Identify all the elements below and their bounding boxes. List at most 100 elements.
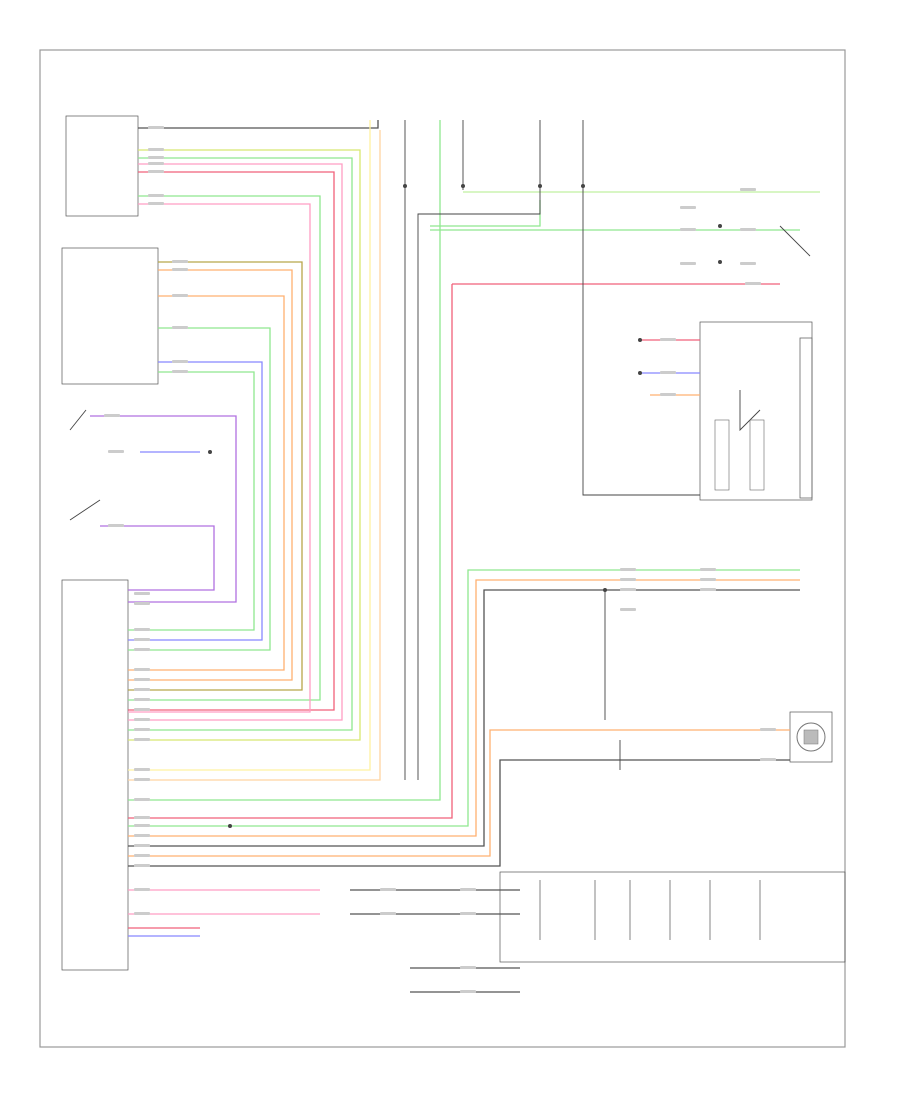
illegible-label-mark — [380, 888, 396, 891]
illegible-label-mark — [172, 370, 188, 373]
illegible-label-mark — [134, 638, 150, 641]
illegible-label-mark — [700, 568, 716, 571]
illegible-label-mark — [148, 170, 164, 173]
wire-gray — [128, 589, 800, 847]
illegible-label-mark — [134, 668, 150, 671]
bottom-module-box — [499, 871, 846, 963]
wire-green — [128, 371, 255, 631]
illegible-label-mark — [134, 738, 150, 741]
connector-block — [714, 419, 730, 491]
illegible-label-mark — [760, 758, 776, 761]
wire-green — [128, 120, 441, 801]
illegible-label-mark — [134, 728, 150, 731]
illegible-label-mark — [172, 294, 188, 297]
throttle-sensor-box — [61, 247, 159, 385]
connector-block-2 — [749, 419, 765, 491]
wire-gray — [128, 759, 790, 867]
illegible-label-mark — [460, 966, 476, 969]
wire-gray — [138, 120, 379, 129]
wire-pink — [128, 203, 311, 713]
bottom-switch-row — [539, 880, 761, 940]
illegible-label-mark — [108, 524, 124, 527]
wire-violet — [100, 525, 215, 591]
illegible-label-mark — [620, 568, 636, 571]
illegible-label-mark — [134, 778, 150, 781]
illegible-label-mark — [740, 262, 756, 265]
illegible-label-mark — [460, 990, 476, 993]
illegible-label-mark — [620, 578, 636, 581]
illegible-label-mark — [148, 194, 164, 197]
motor-symbol — [796, 722, 826, 752]
illegible-label-mark — [134, 768, 150, 771]
illegible-label-mark — [134, 602, 150, 605]
illegible-label-mark — [134, 854, 150, 857]
illegible-label-mark — [148, 202, 164, 205]
illegible-label-mark — [134, 912, 150, 915]
illegible-label-mark — [134, 698, 150, 701]
illegible-label-mark — [740, 228, 756, 231]
wire-orange — [128, 579, 800, 837]
illegible-label-mark — [134, 688, 150, 691]
illegible-label-mark — [460, 912, 476, 915]
illegible-label-mark — [620, 608, 636, 611]
label-marks — [104, 126, 776, 993]
illegible-label-mark — [134, 708, 150, 711]
illegible-label-mark — [760, 728, 776, 731]
wire-blue — [128, 361, 263, 641]
diagram-frame — [39, 49, 846, 1048]
illegible-label-mark — [660, 393, 676, 396]
illegible-label-mark — [134, 888, 150, 891]
illegible-label-mark — [745, 282, 761, 285]
illegible-label-mark — [134, 718, 150, 721]
illegible-label-mark — [172, 326, 188, 329]
wire-yellowgreen — [128, 149, 361, 741]
illegible-label-mark — [680, 206, 696, 209]
wire-green — [128, 195, 321, 701]
illegible-label-mark — [700, 578, 716, 581]
wire-olive — [128, 261, 303, 691]
right-switch-box — [699, 321, 813, 501]
illegible-label-mark — [104, 414, 120, 417]
wire-green — [128, 569, 800, 827]
illegible-label-mark — [680, 262, 696, 265]
illegible-label-mark — [172, 360, 188, 363]
motor-core — [803, 729, 819, 745]
illegible-label-mark — [108, 450, 124, 453]
illegible-label-mark — [134, 816, 150, 819]
illegible-label-mark — [134, 824, 150, 827]
illegible-label-mark — [134, 834, 150, 837]
wire-orange — [128, 295, 285, 671]
illegible-label-mark — [134, 628, 150, 631]
wire-layer — [90, 120, 820, 993]
illegible-label-mark — [134, 864, 150, 867]
illegible-label-mark — [134, 678, 150, 681]
wire-violet — [90, 415, 237, 603]
illegible-label-mark — [460, 888, 476, 891]
illegible-label-mark — [172, 268, 188, 271]
illegible-label-mark — [660, 338, 676, 341]
wire-green — [128, 157, 353, 731]
connector-bar — [799, 337, 813, 499]
illegible-label-mark — [134, 592, 150, 595]
illegible-label-mark — [148, 162, 164, 165]
illegible-label-mark — [660, 371, 676, 374]
ecm-box — [61, 579, 129, 971]
wire-pink — [128, 163, 343, 721]
wire-yellow — [128, 120, 371, 771]
wire-lightorange — [128, 130, 381, 781]
illegible-label-mark — [134, 844, 150, 847]
wire-orange — [128, 269, 293, 681]
illegible-label-mark — [148, 156, 164, 159]
illegible-label-mark — [134, 648, 150, 651]
wire-red — [128, 284, 453, 819]
motor-box — [789, 711, 833, 763]
wire-green — [128, 327, 271, 651]
gray-wire-layer — [69, 120, 811, 780]
illegible-label-mark — [134, 798, 150, 801]
illegible-label-mark — [700, 588, 716, 591]
splice-dots — [208, 184, 722, 828]
wire-red — [128, 171, 335, 711]
illegible-label-mark — [148, 126, 164, 129]
illegible-label-mark — [740, 188, 756, 191]
